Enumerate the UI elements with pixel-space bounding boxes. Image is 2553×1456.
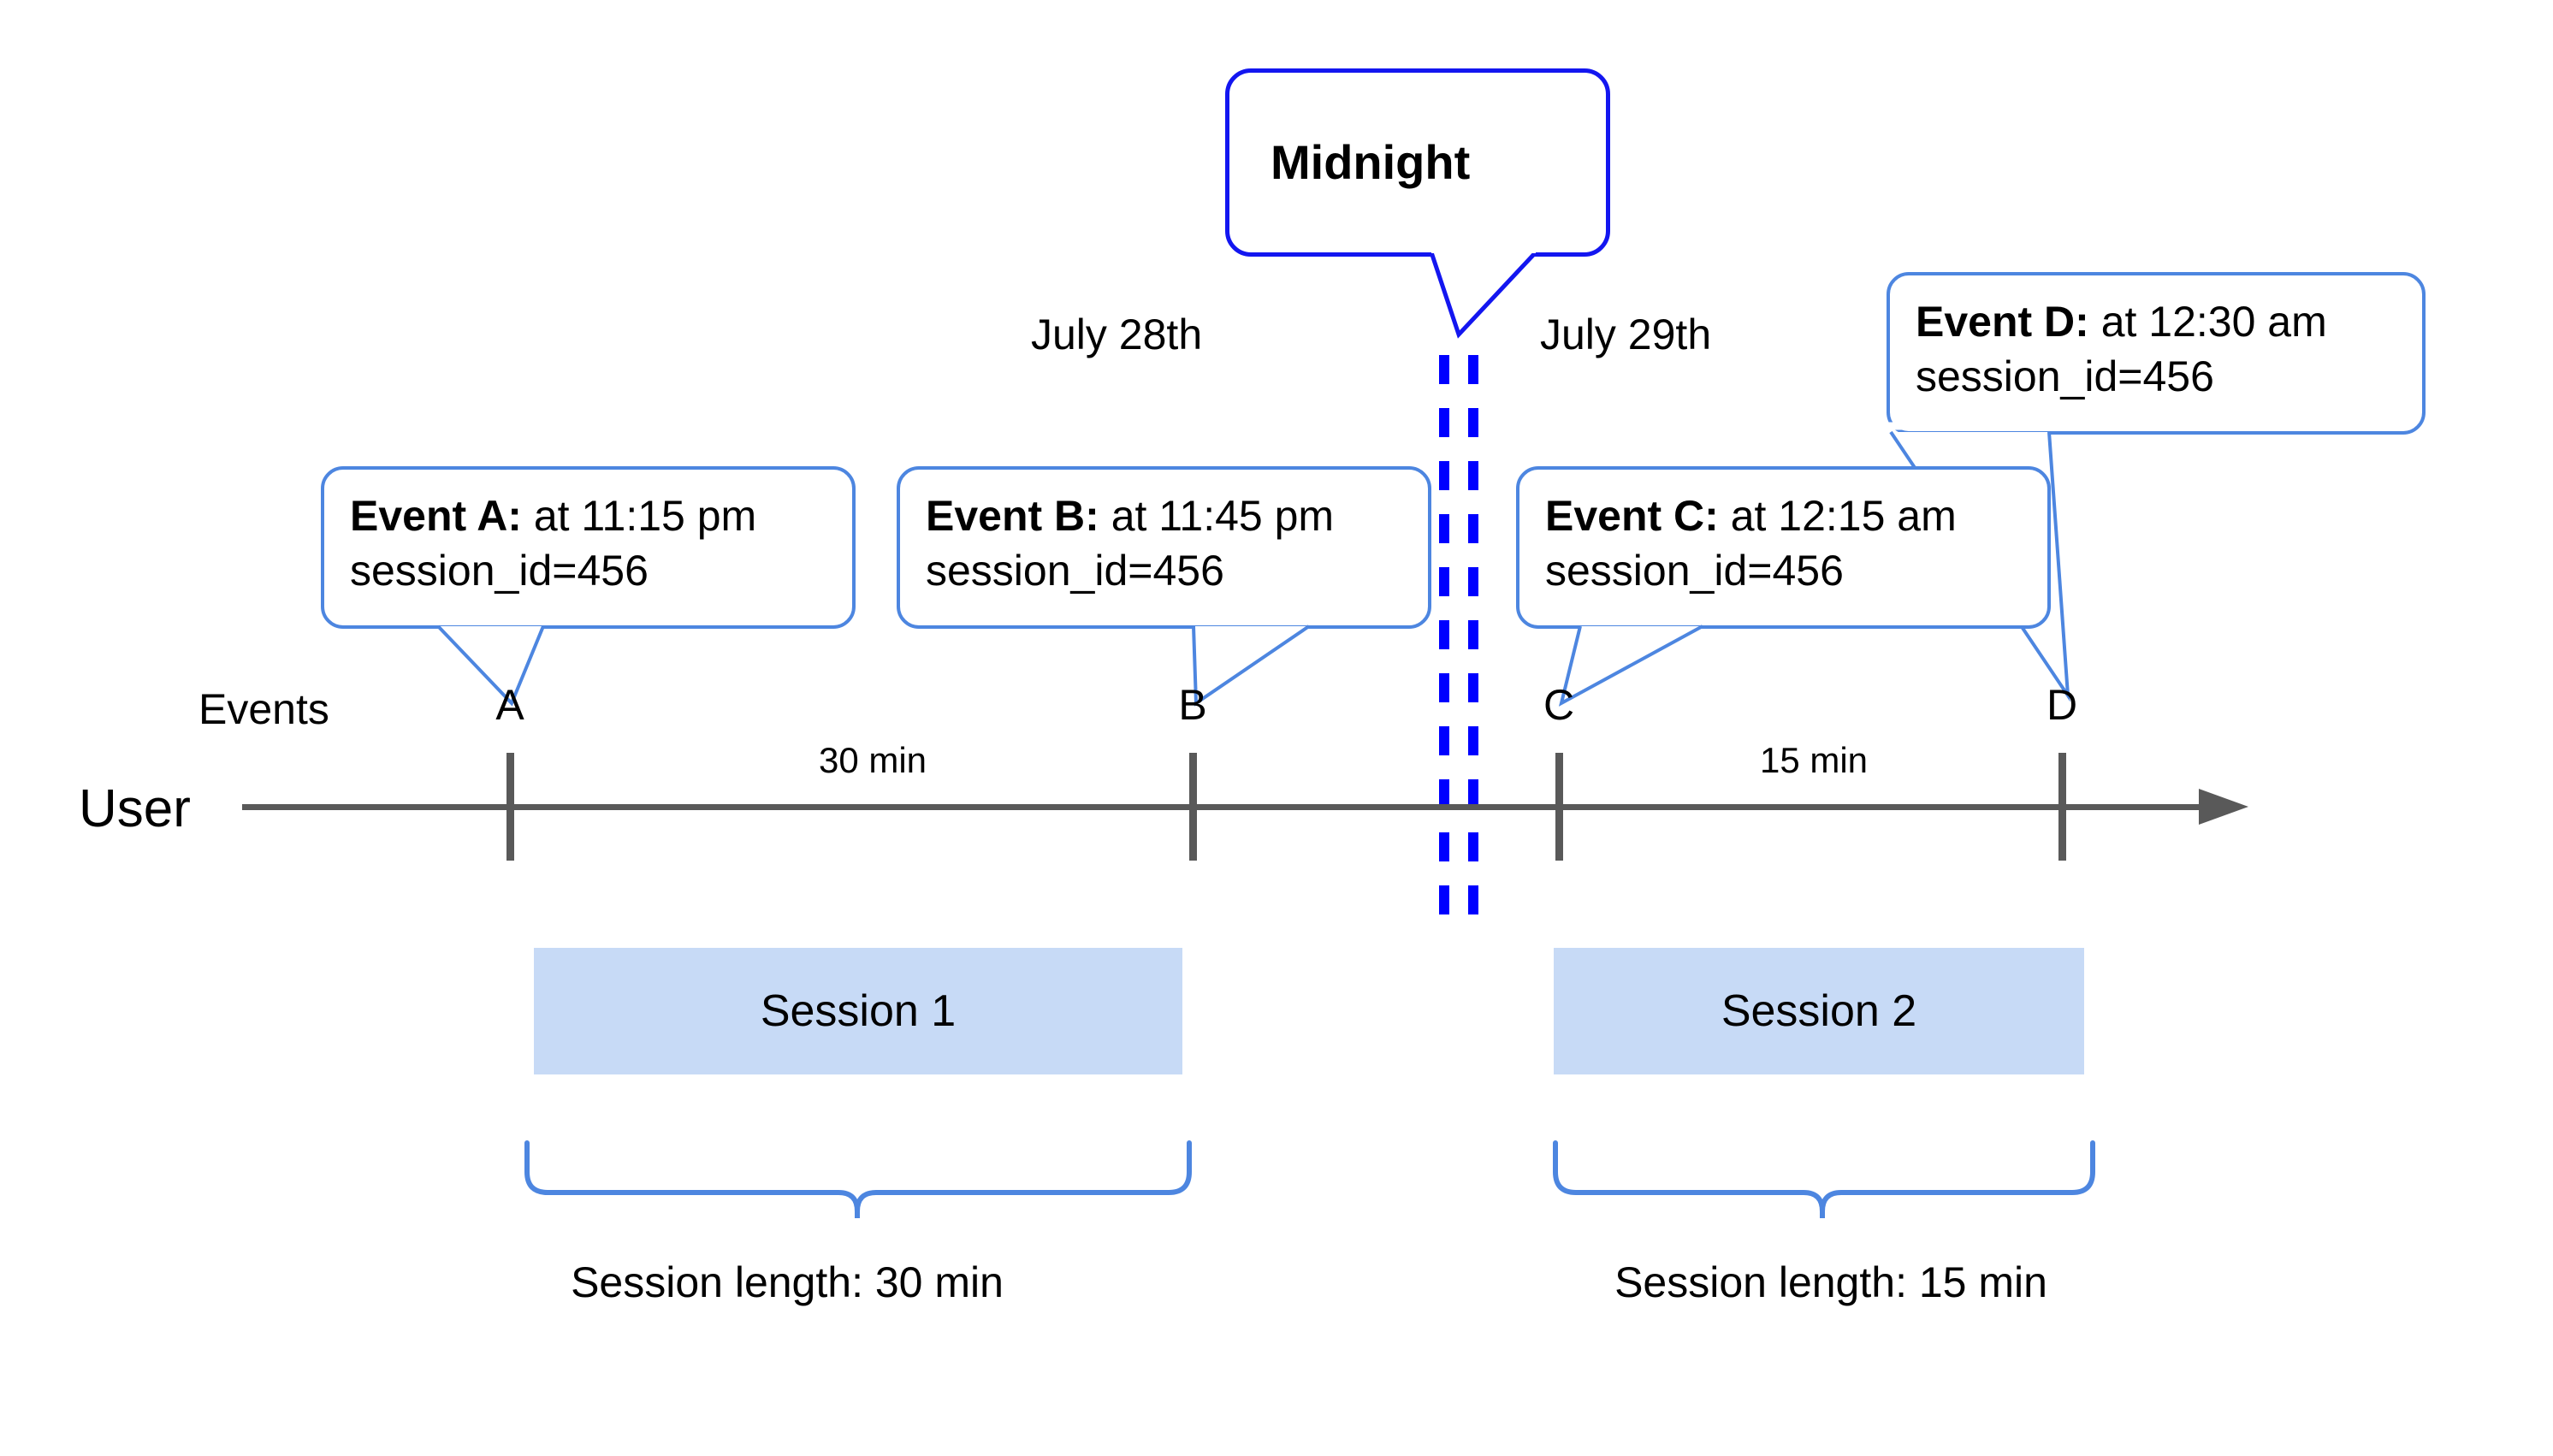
session-brace-1 bbox=[524, 1140, 1192, 1218]
event-callout-a-line2: session_id=456 bbox=[350, 547, 649, 595]
event-callout-c-line1: Event C: at 12:15 am bbox=[1545, 488, 2022, 543]
session-box-1: Session 1 bbox=[534, 948, 1182, 1074]
row-label-user: User bbox=[79, 779, 191, 838]
event-callout-a-title: Event A: bbox=[350, 492, 522, 540]
day-label-left: July 28th bbox=[1031, 311, 1203, 358]
event-callout-a-time: at 11:15 pm bbox=[521, 492, 757, 540]
event-callout-b-time: at 11:45 pm bbox=[1099, 492, 1335, 540]
event-callout-c: Event C: at 12:15 am session_id=456 bbox=[1516, 466, 2051, 629]
session-box-2-label: Session 2 bbox=[1721, 986, 1917, 1036]
session-box-1-label: Session 1 bbox=[760, 986, 957, 1036]
midnight-dashed-divider bbox=[1439, 355, 1478, 920]
session-box-2: Session 2 bbox=[1554, 948, 2084, 1074]
event-callout-d-title: Event D: bbox=[1916, 298, 2089, 346]
midnight-callout-tail bbox=[1429, 246, 1537, 339]
event-callout-b-title: Event B: bbox=[926, 492, 1099, 540]
day-label-right: July 29th bbox=[1540, 311, 1712, 358]
event-marker-label-d: D bbox=[2046, 681, 2078, 729]
event-callout-a-line1: Event A: at 11:15 pm bbox=[350, 488, 826, 543]
event-callout-c-line2: session_id=456 bbox=[1545, 547, 1844, 595]
event-tick-c bbox=[1555, 753, 1563, 861]
timeline-axis bbox=[242, 804, 2210, 810]
midnight-callout-label: Midnight bbox=[1271, 135, 1471, 190]
event-callout-d-line1: Event D: at 12:30 am bbox=[1916, 294, 2396, 349]
gap-label-30min: 30 min bbox=[818, 740, 927, 780]
event-callout-d: Event D: at 12:30 am session_id=456 bbox=[1887, 272, 2426, 435]
event-callout-a: Event A: at 11:15 pm session_id=456 bbox=[321, 466, 856, 629]
session-length-label-1: Session length: 30 min bbox=[571, 1258, 1004, 1306]
event-callout-b: Event B: at 11:45 pm session_id=456 bbox=[897, 466, 1431, 629]
event-callout-d-time: at 12:30 am bbox=[2088, 298, 2327, 346]
event-marker-label-a: A bbox=[495, 681, 524, 729]
event-callout-a-tail bbox=[435, 616, 547, 707]
event-marker-label-c: C bbox=[1543, 681, 1575, 729]
event-marker-label-b: B bbox=[1178, 681, 1207, 729]
row-label-events: Events bbox=[198, 685, 329, 733]
event-callout-b-line2: session_id=456 bbox=[926, 547, 1224, 595]
event-callout-c-time: at 12:15 am bbox=[1718, 492, 1957, 540]
event-tick-b bbox=[1189, 753, 1197, 861]
gap-label-15min: 15 min bbox=[1759, 740, 1869, 780]
event-callout-d-line2: session_id=456 bbox=[1916, 352, 2214, 400]
session-length-label-2: Session length: 15 min bbox=[1614, 1258, 2047, 1306]
timeline-arrowhead bbox=[2199, 789, 2248, 825]
event-tick-d bbox=[2058, 753, 2066, 861]
event-callout-b-tail bbox=[1190, 616, 1312, 707]
event-callout-c-title: Event C: bbox=[1545, 492, 1719, 540]
session-brace-2 bbox=[1553, 1140, 2095, 1218]
event-tick-a bbox=[506, 753, 514, 861]
event-callout-b-line1: Event B: at 11:45 pm bbox=[926, 488, 1402, 543]
event-callout-c-tail bbox=[1558, 616, 1706, 707]
midnight-callout: Midnight bbox=[1225, 68, 1610, 257]
